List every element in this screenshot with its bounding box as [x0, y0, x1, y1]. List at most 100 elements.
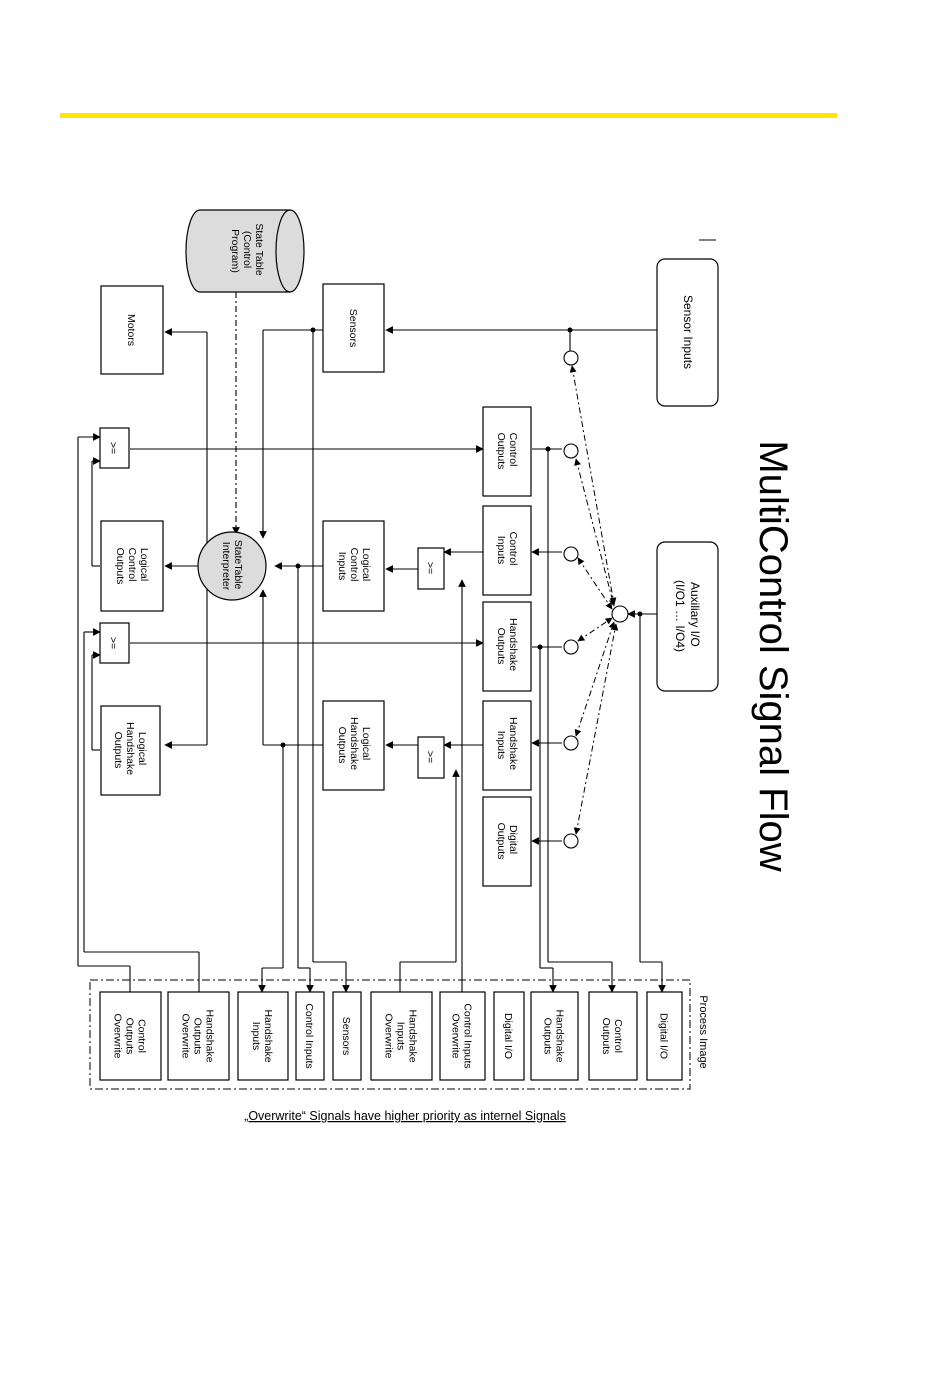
svg-text:Logical Handshake: Logical Handshake Outputs: [336, 717, 372, 773]
handshake-outputs-block: Handshake Outputs: [482, 601, 532, 692]
state-table-cylinder: State Table (Control Program): [185, 209, 305, 293]
process-image-cell-line: Handshake: [407, 1009, 419, 1062]
process-image-cell: ControlOutputs: [588, 991, 638, 1081]
motors-block: Motors: [100, 285, 164, 375]
state-table-interpreter: StateTable Interpreter: [197, 531, 267, 601]
svg-text:>=: >=: [107, 637, 119, 649]
svg-text:Digital I/O: Digital I/O: [658, 1013, 670, 1059]
svg-text:HandshakeOutputs: HandshakeOutputs: [542, 1009, 566, 1062]
state-table-line-1: State Table: [253, 223, 265, 276]
process-image-cell-line: Handshake: [262, 1009, 274, 1062]
svg-text:Digital Outputs: Digital Outputs: [495, 823, 519, 860]
process-image-cell: Control InputsOverwrite: [439, 991, 486, 1081]
sensors-block: Sensors: [322, 283, 385, 373]
svg-text:Control Outputs: Control Outputs: [495, 433, 519, 470]
ge-gate-handshake: >=: [99, 622, 130, 664]
process-image-cell-line: Outputs: [600, 1018, 612, 1055]
junction-digital-outputs: [563, 833, 579, 849]
logical-handshake-outputs-block: Logical Handshake Outputs: [100, 705, 161, 796]
process-image-cell-line: Control: [136, 1019, 148, 1053]
process-image-label: Process Image: [697, 995, 709, 1068]
state-table-line-3: Program): [229, 229, 241, 273]
process-image-cell: HandshakeInputs: [237, 991, 289, 1081]
process-image-cell: HandshakeOutputsOverwrite: [167, 991, 230, 1081]
process-image-cell-line: Overwrite: [450, 1014, 462, 1059]
process-image-cell-line: Handshake: [554, 1009, 566, 1062]
process-image-cell-line: Overwrite: [180, 1014, 192, 1059]
svg-text:Control Inputs: Control Inputs: [495, 532, 519, 569]
aux-io-line-1: Auxiliary I/O: [688, 582, 702, 647]
aux-io-block: Auxiliary I/O (I/O1 … I/O4): [656, 541, 719, 692]
svg-text:Logical Handshake: Logical Handshake Outputs: [112, 722, 148, 778]
junction-control-inputs: [563, 546, 579, 562]
sensor-inputs-block: Sensor Inputs: [656, 239, 719, 407]
svg-text:HandshakeInputsOverwrite: HandshakeInputsOverwrite: [383, 1009, 419, 1062]
logical-control-outputs-block: Logical Control Outputs: [100, 520, 164, 612]
ge-gate-handshake-inputs: >=: [417, 736, 445, 779]
junction-handshake-outputs: [563, 639, 579, 655]
control-inputs-block: Control Inputs: [482, 505, 532, 596]
process-image-cell-line: Control: [612, 1019, 624, 1053]
process-image-cell-line: Control Inputs: [303, 1003, 315, 1068]
svg-text:StateTable Interpreter: StateTable Interpreter: [220, 540, 244, 593]
control-outputs-block: Control Outputs: [482, 406, 532, 497]
svg-text:>=: >=: [424, 562, 436, 574]
svg-text:>=: >=: [424, 751, 436, 763]
svg-text:HandshakeOutputsOverwrite: HandshakeOutputsOverwrite: [180, 1009, 216, 1062]
svg-text:Auxiliary I/O (I/O1 … I/: Auxiliary I/O (I/O1 … I/O4): [673, 580, 702, 652]
junction-aux-hub: [611, 605, 629, 623]
svg-text:Logical Control Ou: Logical Control Outputs: [114, 548, 150, 585]
process-image-cell-line: Outputs: [192, 1018, 204, 1055]
connectors: [77, 292, 666, 993]
svg-text:ControlOutputs: ControlOutputs: [600, 1018, 624, 1055]
process-image-cell: HandshakeInputsOverwrite: [370, 991, 433, 1081]
aux-io-line-2: (I/O1 … I/O4): [673, 580, 687, 652]
junction-control-outputs: [563, 443, 579, 459]
process-image-cell-line: Control Inputs: [462, 1003, 474, 1068]
svg-text:Digital I/O: Digital I/O: [502, 1013, 514, 1059]
svg-text:Control InputsOverwrite: Control InputsOverwrite: [450, 1003, 474, 1068]
process-image-cell: Control Inputs: [295, 991, 325, 1081]
motors-label: Motors: [125, 314, 137, 346]
state-table-line-2: (Control: [241, 231, 253, 268]
junction-handshake-inputs: [563, 735, 579, 751]
svg-text:Handshake Outputs: Handshake Outputs: [495, 618, 519, 674]
page-title: MultiControl Signal Flow: [751, 440, 795, 871]
svg-text:ControlOutputsOverwrite: ControlOutputsOverwrite: [112, 1014, 148, 1059]
digital-outputs-block: Digital Outputs: [482, 796, 532, 887]
sensors-label: Sensors: [347, 309, 359, 348]
logical-control-inputs-block: Logical Control Inputs: [322, 520, 385, 612]
svg-text:Logical Control In: Logical Control Inputs: [336, 548, 372, 585]
process-image-cell-line: Overwrite: [383, 1014, 395, 1059]
ge-gate-control-inputs: >=: [417, 547, 445, 590]
ge-gate-control: >=: [99, 427, 130, 469]
process-image-cell-line: Outputs: [542, 1018, 554, 1055]
overwrite-note: „Overwrite“ Signals have higher priority…: [244, 1109, 566, 1123]
process-image-cell-line: Digital I/O: [502, 1013, 514, 1059]
accent-bar: [60, 113, 837, 118]
sensor-inputs-label: Sensor Inputs: [681, 295, 695, 369]
handshake-inputs-block: Handshake Inputs: [482, 700, 532, 791]
process-image-cell: ControlOutputsOverwrite: [99, 991, 162, 1081]
process-image-cell-line: Inputs: [250, 1022, 262, 1051]
junction-sensor: [563, 350, 579, 366]
svg-text:>=: >=: [107, 442, 119, 454]
process-image-cell-line: Digital I/O: [658, 1013, 670, 1059]
process-image-cell-line: Sensors: [340, 1017, 352, 1056]
process-image-cell-line: Outputs: [124, 1018, 136, 1055]
svg-text:Sensors: Sensors: [340, 1017, 352, 1056]
svg-text:Control Inputs: Control Inputs: [303, 1003, 315, 1068]
process-image-cell-line: Inputs: [395, 1022, 407, 1051]
junctions: [563, 350, 629, 849]
process-image-cell: HandshakeOutputs: [530, 991, 579, 1081]
process-image-cell-line: Handshake: [204, 1009, 216, 1062]
svg-text:HandshakeInputs: HandshakeInputs: [250, 1009, 274, 1062]
process-image-cell: Digital I/O: [646, 991, 683, 1081]
process-image-cell: Digital I/O: [493, 991, 525, 1081]
process-image-cell-line: Overwrite: [112, 1014, 124, 1059]
process-image-cell: Sensors: [332, 991, 362, 1081]
svg-text:State Table (Control: State Table (Control Program): [229, 223, 265, 278]
logical-handshake-outputs-mid-block: Logical Handshake Outputs: [322, 700, 385, 791]
